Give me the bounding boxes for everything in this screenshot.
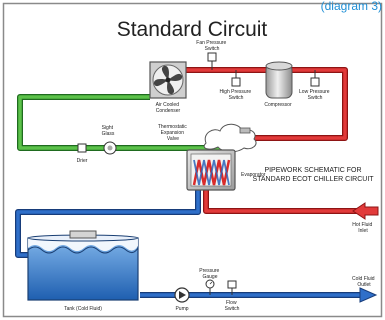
low-pressure-switch-label: Low Pressure Switch bbox=[299, 89, 331, 101]
tank-label: Tank (Cold Fluid) bbox=[64, 306, 102, 312]
cold-fluid-outlet-label: Cold Fluid Outlet bbox=[352, 276, 376, 288]
schematic-caption-line2: STANDARD ECOT CHILLER CIRCUIT bbox=[252, 176, 374, 183]
flow-switch-label: Flow Switch bbox=[225, 300, 240, 312]
flow-switch bbox=[227, 280, 237, 295]
pump-label: Pump bbox=[175, 306, 188, 312]
expansion-valve-bulb bbox=[239, 127, 251, 134]
compressor-label: Compressor bbox=[264, 102, 292, 108]
high-pressure-switch bbox=[231, 70, 241, 87]
pressure-gauge-label: Pressure Gauge bbox=[199, 268, 220, 280]
hot-fluid-inlet-arrow bbox=[352, 202, 379, 220]
tank bbox=[27, 230, 139, 301]
page-title: Standard Circuit bbox=[117, 18, 268, 41]
fan-pressure-switch bbox=[207, 52, 217, 70]
expansion-valve-label: Thermostatic Expansion Valve bbox=[158, 124, 188, 142]
condenser-label: Air Cooled Condenser bbox=[156, 102, 181, 114]
air-cooled-condenser bbox=[149, 61, 187, 99]
evaporator bbox=[186, 149, 236, 191]
hot-fluid-inlet-label: Hot Fluid Inlet bbox=[352, 222, 373, 234]
pump bbox=[174, 287, 190, 303]
schematic-caption-line1: PIPEWORK SCHEMATIC FOR bbox=[264, 167, 361, 174]
cold-fluid-outlet-arrow bbox=[359, 287, 378, 303]
hot-line-pipe bbox=[186, 67, 365, 214]
drier-label: Drier bbox=[77, 158, 88, 164]
sight-glass-label: Sight Glass bbox=[102, 125, 115, 137]
drier bbox=[77, 143, 87, 153]
fan-pressure-switch-label: Fan Pressure Switch bbox=[196, 40, 227, 52]
low-pressure-switch bbox=[310, 70, 320, 87]
evaporator-label: Evaporator bbox=[241, 172, 266, 178]
high-pressure-switch-label: High Pressure Switch bbox=[219, 89, 252, 101]
sight-glass bbox=[103, 141, 117, 155]
pressure-gauge bbox=[205, 279, 215, 295]
corner-label: (diagram 3) bbox=[321, 0, 382, 13]
compressor bbox=[265, 61, 293, 99]
fan-icon bbox=[153, 65, 183, 95]
